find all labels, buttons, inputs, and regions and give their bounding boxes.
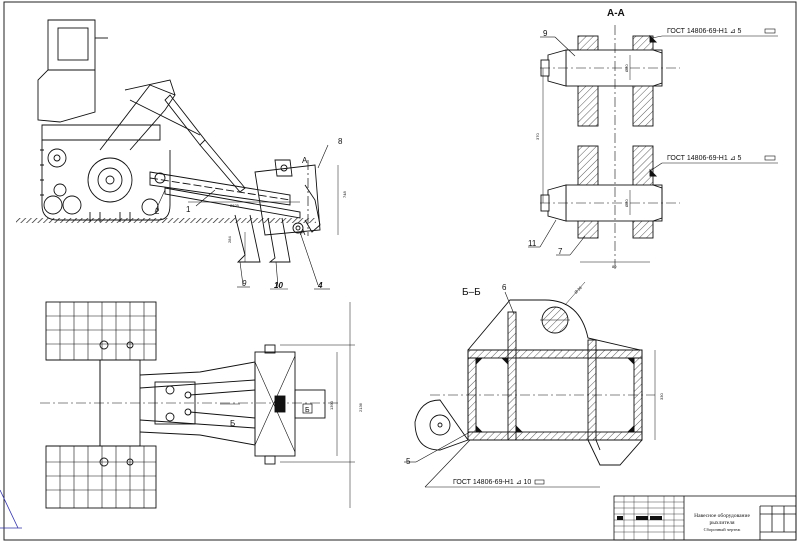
cut-mark-b-top: Б xyxy=(305,407,310,414)
section-bb-title: Б–Б xyxy=(462,287,481,298)
ripper-tine-right xyxy=(267,217,291,263)
svg-text:Ø80: Ø80 xyxy=(624,199,629,207)
svg-text:284: 284 xyxy=(227,236,232,243)
rear-bracket xyxy=(254,164,321,236)
bb-bracket-top xyxy=(467,299,641,351)
section-aa-title: А-А xyxy=(607,8,625,19)
ground-line xyxy=(16,218,316,223)
svg-text:80: 80 xyxy=(612,264,617,269)
bb-eye-lug xyxy=(414,399,469,451)
callout-9: 9 xyxy=(242,279,247,288)
title-block-name-line3: Сборочный чертеж xyxy=(704,527,742,532)
callout-4: 4 xyxy=(317,281,323,290)
aa-weld-top: ГОСТ 14806-69-Н1 ⊿ 5 xyxy=(667,28,742,35)
sheet-frame xyxy=(3,1,797,541)
side-view xyxy=(16,19,339,263)
callout-10: 10 xyxy=(274,281,283,290)
hydraulic-cylinder xyxy=(164,94,246,193)
title-block-name-line1: Навесное оборудование xyxy=(694,512,750,519)
title-block-name-line2: рыхлителя xyxy=(709,520,734,526)
aa-callout-7: 7 xyxy=(558,247,563,256)
cut-mark-b-bottom: Б xyxy=(230,419,235,428)
callout-2: 2 xyxy=(155,207,160,216)
svg-text:748: 748 xyxy=(342,191,347,198)
callout-8: 8 xyxy=(338,137,343,146)
ripper-tine-left xyxy=(234,214,261,263)
aa-callout-9: 9 xyxy=(543,29,548,38)
bb-weld: ГОСТ 14806-69-Н1 ⊿ 10 xyxy=(453,479,531,486)
aa-weld-bottom: ГОСТ 14806-69-Н1 ⊿ 5 xyxy=(667,155,742,162)
corner-mark xyxy=(0,489,19,529)
svg-text:330: 330 xyxy=(659,393,664,400)
section-aa xyxy=(540,25,680,270)
cut-mark-a-top: А xyxy=(302,156,308,165)
bb-callout-5: 5 xyxy=(406,457,411,466)
callout-1: 1 xyxy=(186,205,191,214)
svg-text:Ø80: Ø80 xyxy=(624,64,629,72)
svg-text:2625: 2625 xyxy=(230,203,240,208)
plan-main-frame xyxy=(139,361,256,446)
cut-mark-a-bottom: А xyxy=(300,228,306,237)
svg-text:Ø 36: Ø 36 xyxy=(573,284,583,294)
title-block xyxy=(613,495,797,541)
tractor-cab xyxy=(37,19,96,123)
main-beam xyxy=(149,171,291,206)
plan-view xyxy=(40,301,355,509)
bb-callout-6: 6 xyxy=(502,283,507,292)
aa-callout-11: 11 xyxy=(528,239,537,248)
section-bb xyxy=(414,281,656,466)
svg-text:1390: 1390 xyxy=(329,400,334,410)
svg-text:2136: 2136 xyxy=(358,402,363,412)
svg-text:370: 370 xyxy=(535,133,540,140)
